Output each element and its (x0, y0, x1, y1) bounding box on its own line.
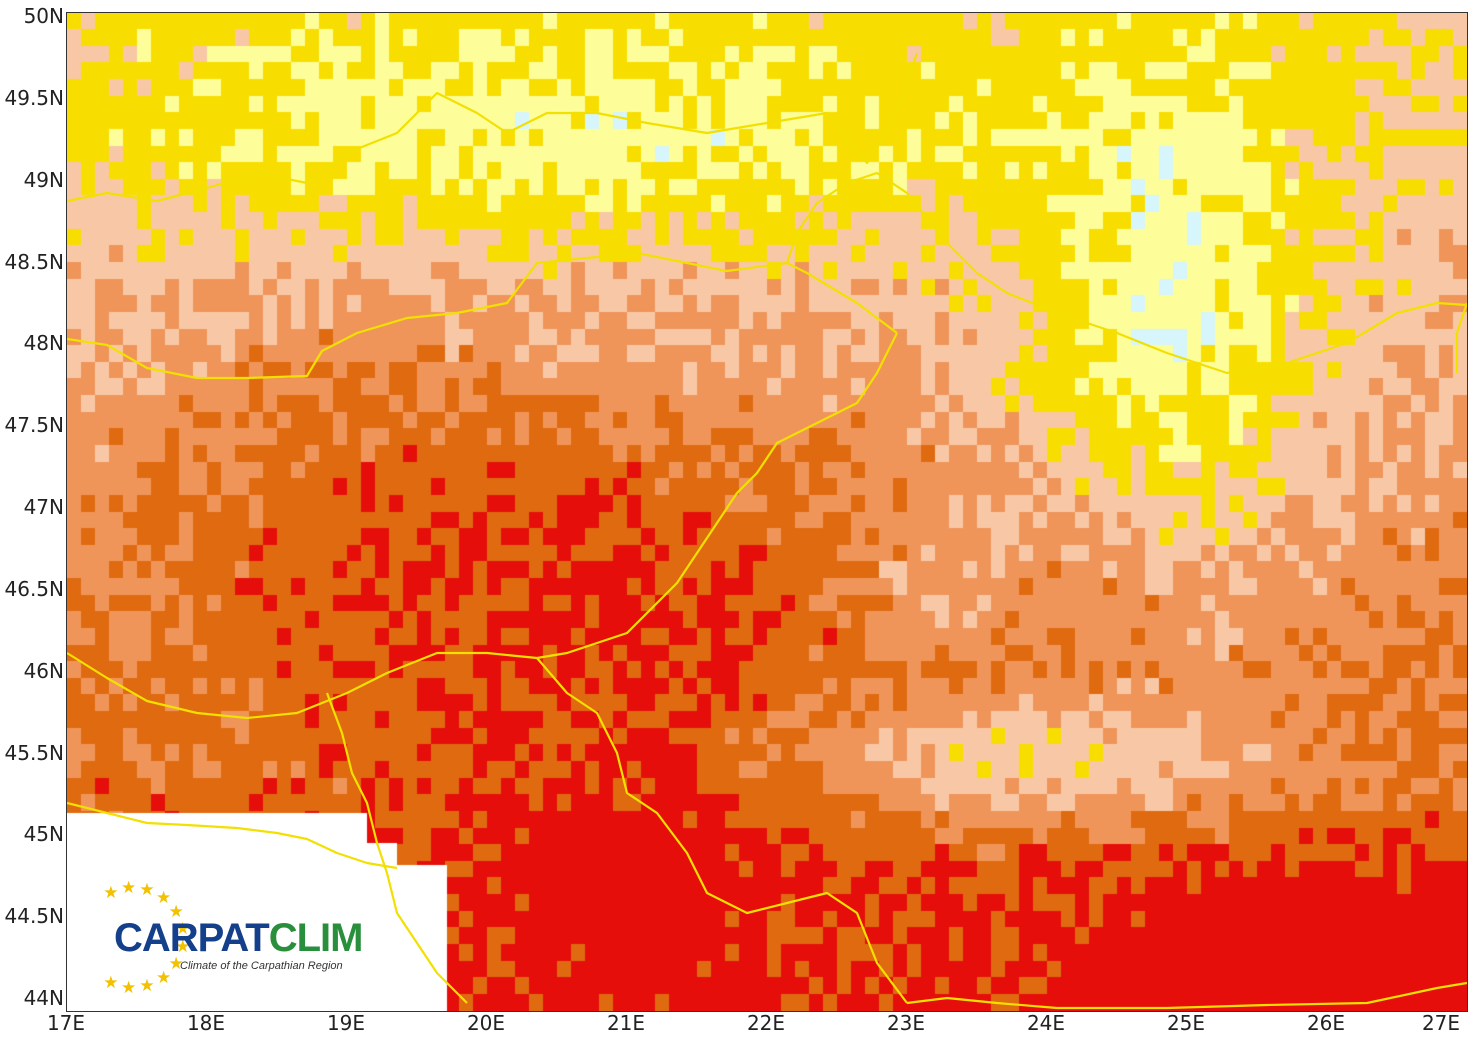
eu-star-icon: ★ (139, 976, 155, 997)
lon-label: 25E (1166, 1011, 1206, 1035)
lat-label: 44N (23, 986, 64, 1010)
lon-label: 22E (746, 1011, 786, 1035)
eu-star-icon: ★ (155, 887, 172, 908)
lat-label: 46N (23, 658, 64, 683)
lon-label: 19E (326, 1011, 366, 1035)
lon-label: 18E (186, 1011, 226, 1035)
eu-star-icon: ★ (103, 972, 119, 993)
lat-label: 44.5N (4, 904, 65, 929)
lon-label: 23E (886, 1011, 926, 1035)
lon-label: 27E (1421, 1011, 1461, 1035)
lat-label: 50N (23, 4, 64, 28)
lat-label: 49N (23, 167, 64, 192)
logo-wordmark: CARPATCLIM (114, 916, 363, 961)
eu-star-icon: ★ (103, 883, 119, 904)
lat-label: 48N (23, 331, 64, 356)
climate-grid-map (67, 13, 1467, 1011)
carpatclim-logo: ★★★★★★★★★★★★ CARPATCLIM Climate of the C… (76, 868, 366, 1008)
lat-label: 48.5N (4, 249, 65, 274)
lat-label: 47.5N (4, 413, 65, 438)
eu-star-icon: ★ (175, 937, 191, 958)
border-czech-poland (67, 52, 919, 203)
eu-star-icon: ★ (168, 901, 184, 922)
eu-star-icon: ★ (168, 954, 184, 975)
country-borders (67, 52, 1467, 1010)
border-ukraine (785, 171, 1467, 375)
border-moldova (1455, 302, 1467, 373)
eu-star-icon: ★ (139, 879, 155, 900)
border-serbia-west (325, 692, 468, 1004)
logo-name-part1: CARPAT (114, 916, 270, 960)
logo-tagline: Climate of the Carpathian Region (180, 960, 343, 972)
eu-star-icon: ★ (121, 977, 137, 998)
border-slovakia-hungary (67, 251, 898, 380)
eu-star-icon: ★ (175, 918, 191, 939)
lon-label: 24E (1026, 1011, 1066, 1035)
border-hungary-romania (536, 332, 898, 660)
lat-label: 47N (23, 495, 64, 519)
lon-label: 20E (466, 1011, 506, 1035)
border-hungary-south (67, 651, 538, 720)
lon-label: 17E (46, 1011, 86, 1035)
lat-label: 45.5N (4, 740, 65, 765)
lat-label: 49.5N (4, 85, 65, 110)
logo-name-part2: CLIM (268, 916, 364, 960)
lat-label: 45N (23, 822, 64, 847)
map-frame (66, 12, 1468, 1012)
eu-star-icon: ★ (121, 878, 137, 899)
lon-label: 26E (1306, 1011, 1346, 1035)
lon-label: 21E (606, 1011, 646, 1035)
border-serbia-romania (536, 657, 908, 1004)
eu-star-icon: ★ (155, 968, 172, 989)
border-croatia-bosnia (67, 801, 398, 870)
border-bulgaria (906, 981, 1467, 1010)
lat-label: 46.5N (4, 576, 65, 601)
